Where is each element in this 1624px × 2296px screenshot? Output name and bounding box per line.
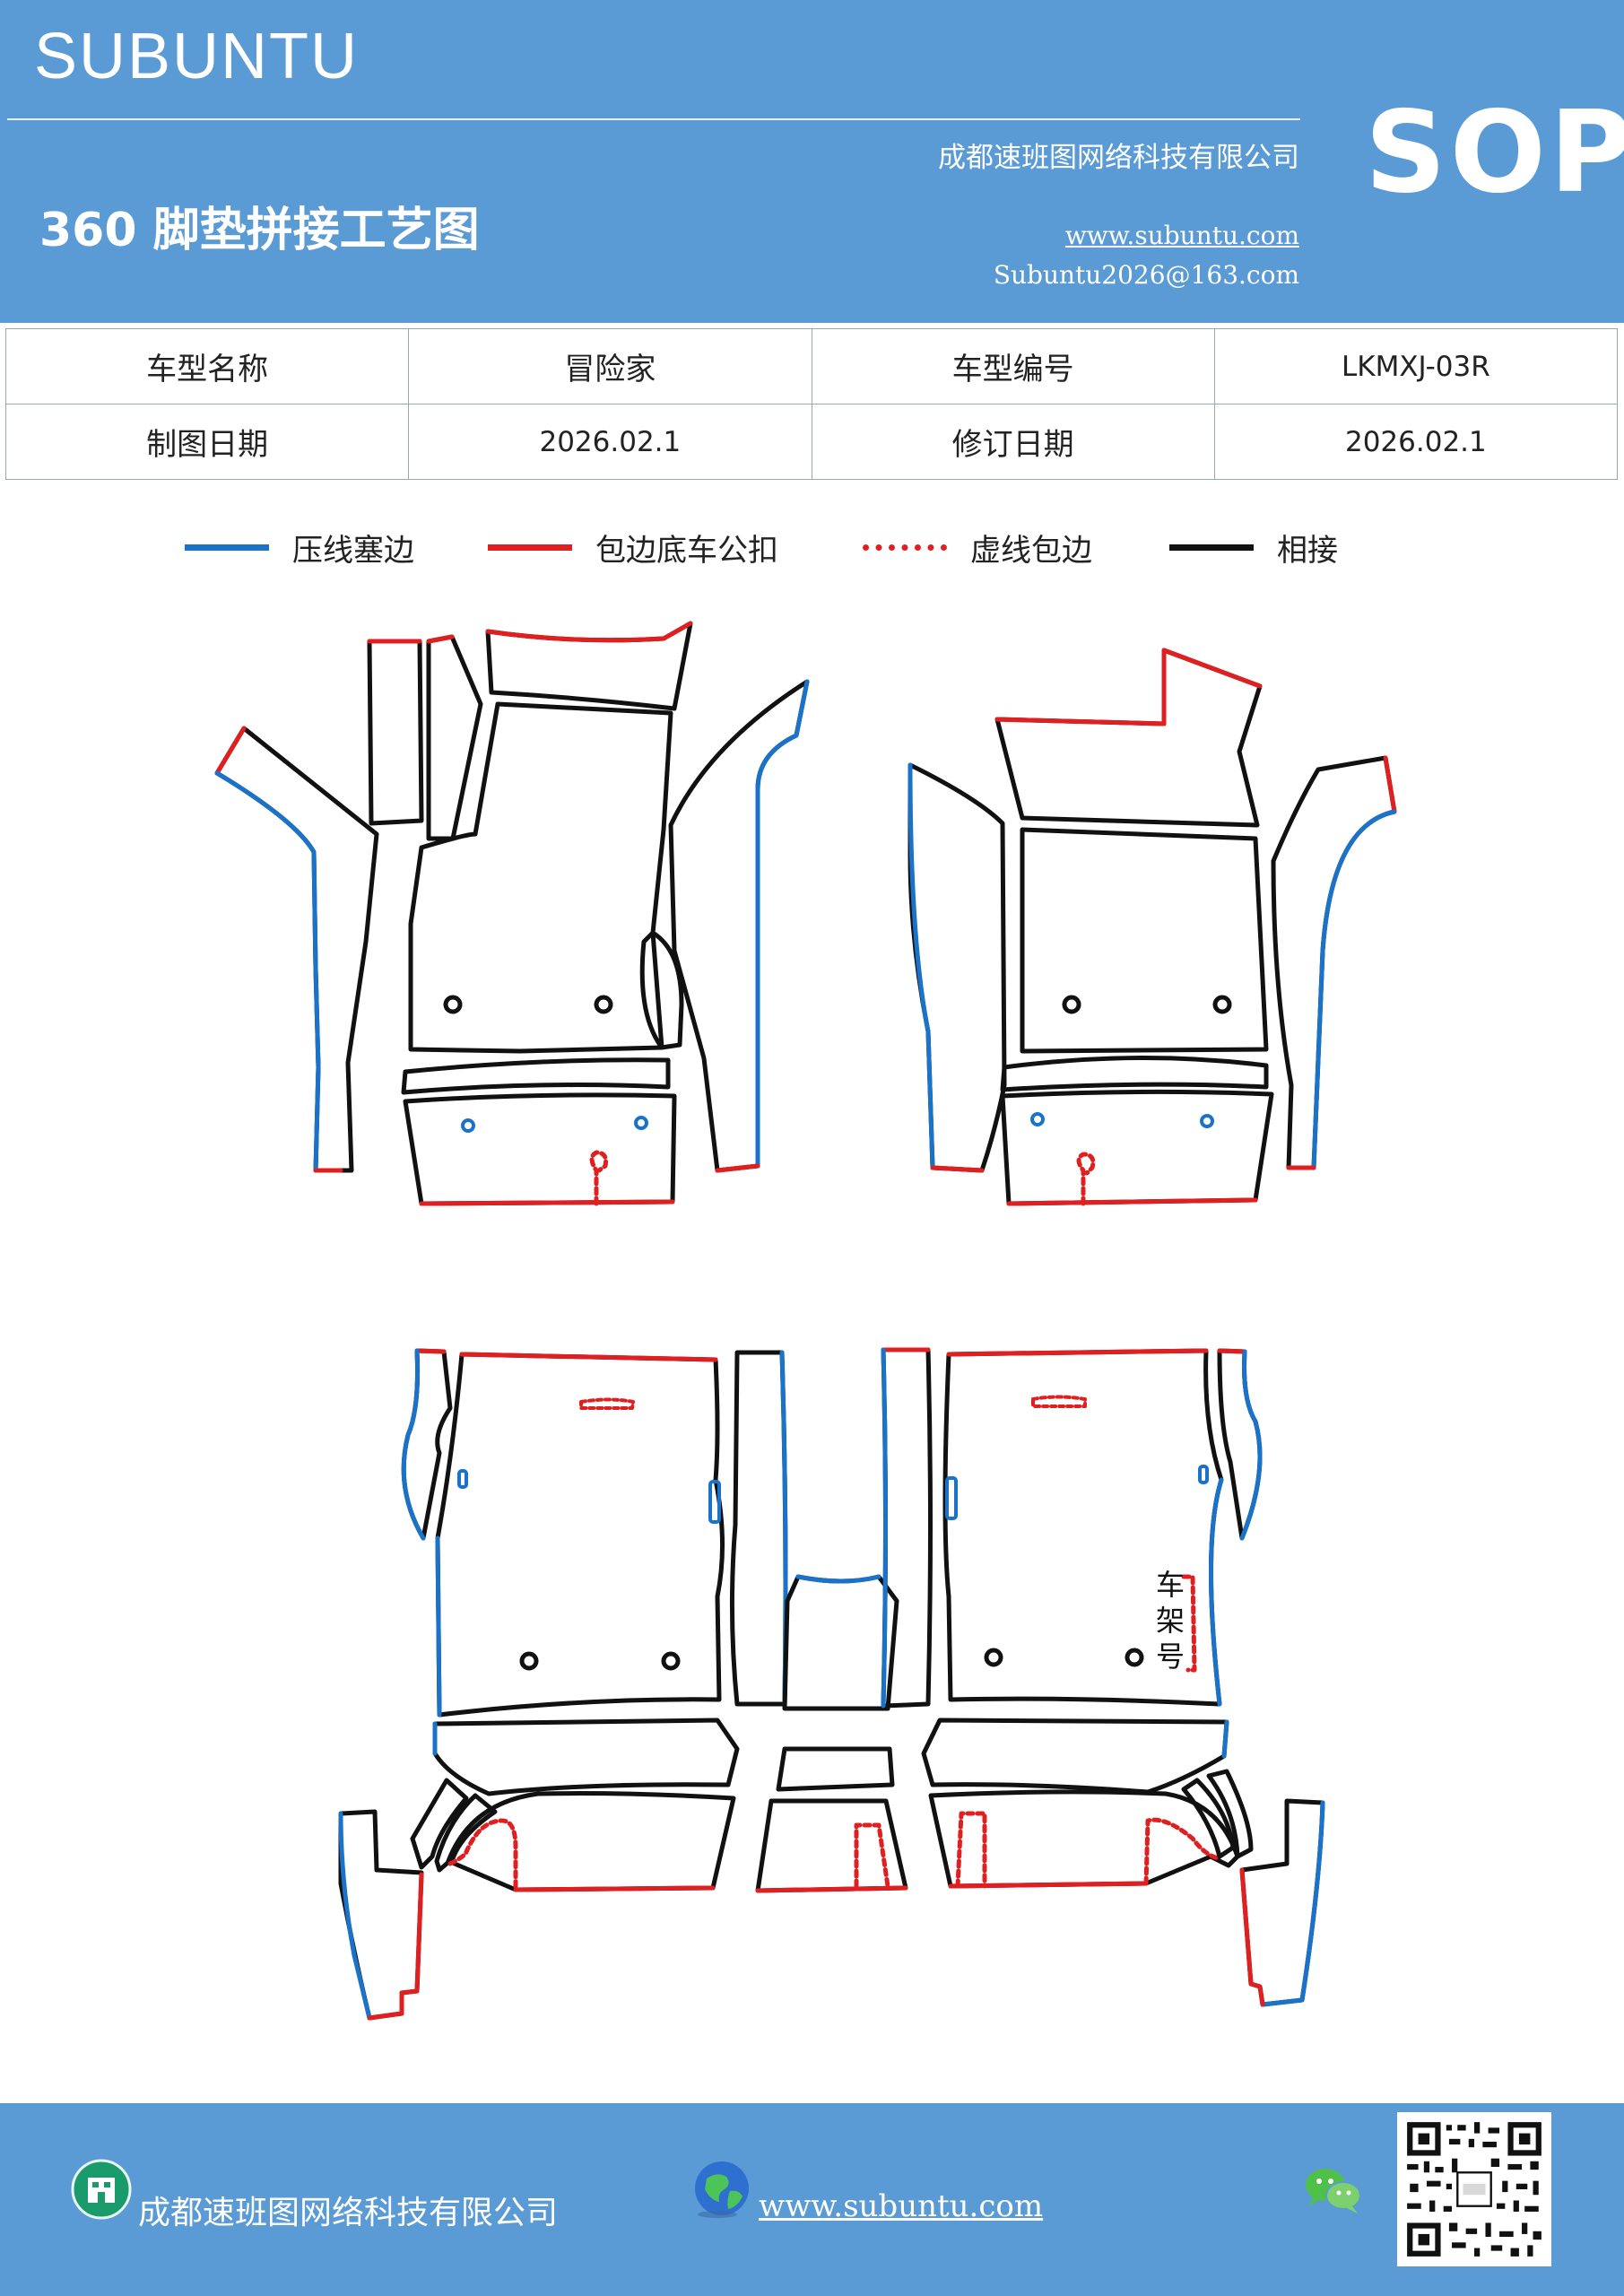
- header-divider: [7, 118, 1300, 120]
- label-model-code: 车型编号: [811, 328, 1215, 404]
- legend-swatch-black: [1169, 544, 1254, 551]
- table-row: 车型名称 冒险家 车型编号 LKMXJ-03R: [4, 328, 1619, 404]
- email-address[interactable]: Subuntu2026@163.com: [993, 260, 1299, 290]
- frame-label-char: 架: [1156, 1604, 1185, 1638]
- value-revise-date: 2026.02.1: [1213, 404, 1619, 480]
- value-draw-date: 2026.02.1: [408, 404, 812, 480]
- value-model-name: 冒险家: [408, 328, 812, 404]
- sop-label: SOP: [1365, 86, 1624, 218]
- company-name: 成都速班图网络科技有限公司: [938, 142, 1299, 174]
- legend-swatch-red-dashed: [863, 544, 947, 551]
- legend-item-joint: 相接: [1169, 520, 1338, 574]
- label-draw-date: 制图日期: [4, 404, 410, 480]
- legend-swatch-blue: [185, 544, 269, 551]
- front-left-mat-group: [214, 621, 810, 1206]
- label-model-name: 车型名称: [4, 328, 410, 404]
- label-revise-date: 修订日期: [811, 404, 1215, 480]
- legend-swatch-red: [488, 544, 572, 551]
- rear-mat-group: [338, 1347, 1325, 2021]
- front-right-mat-group: [908, 648, 1397, 1206]
- vehicle-info-table: 车型名称 冒险家 车型编号 LKMXJ-03R 制图日期 2026.02.1 修…: [4, 328, 1619, 480]
- footer-website-link[interactable]: www.subuntu.com: [759, 2188, 1044, 2224]
- brand-name: SUBUNTU: [34, 21, 360, 92]
- legend-label: 包边底车公扣: [595, 532, 778, 569]
- footer-company: 成都速班图网络科技有限公司: [138, 2195, 559, 2231]
- line-legend: 压线塞边 包边底车公扣 虚线包边 相接: [0, 520, 1624, 574]
- frame-label-char: 车: [1156, 1568, 1185, 1602]
- legend-label: 虚线包边: [970, 532, 1092, 569]
- legend-item-press-line: 压线塞边: [185, 520, 414, 574]
- globe-icon: [695, 2161, 749, 2218]
- qr-code[interactable]: [1397, 2112, 1551, 2266]
- value-model-code: LKMXJ-03R: [1213, 328, 1619, 404]
- legend-item-edge-buckle: 包边底车公扣: [488, 520, 778, 574]
- page-header: SUBUNTU 成都速班图网络科技有限公司 360 脚垫拼接工艺图 www.su…: [0, 0, 1624, 323]
- website-link[interactable]: www.subuntu.com: [1064, 221, 1299, 250]
- legend-label: 相接: [1277, 532, 1338, 569]
- legend-item-dashed-edge: 虚线包边: [863, 520, 1092, 574]
- building-icon: [71, 2159, 132, 2220]
- table-row: 制图日期 2026.02.1 修订日期 2026.02.1: [4, 404, 1619, 480]
- document-title: 360 脚垫拼接工艺图: [39, 204, 480, 257]
- legend-label: 压线塞边: [292, 532, 414, 569]
- wechat-icon[interactable]: [1302, 2163, 1365, 2217]
- frame-label-char: 号: [1156, 1639, 1185, 1674]
- frame-number-label: 车 架 号: [1156, 1568, 1185, 1674]
